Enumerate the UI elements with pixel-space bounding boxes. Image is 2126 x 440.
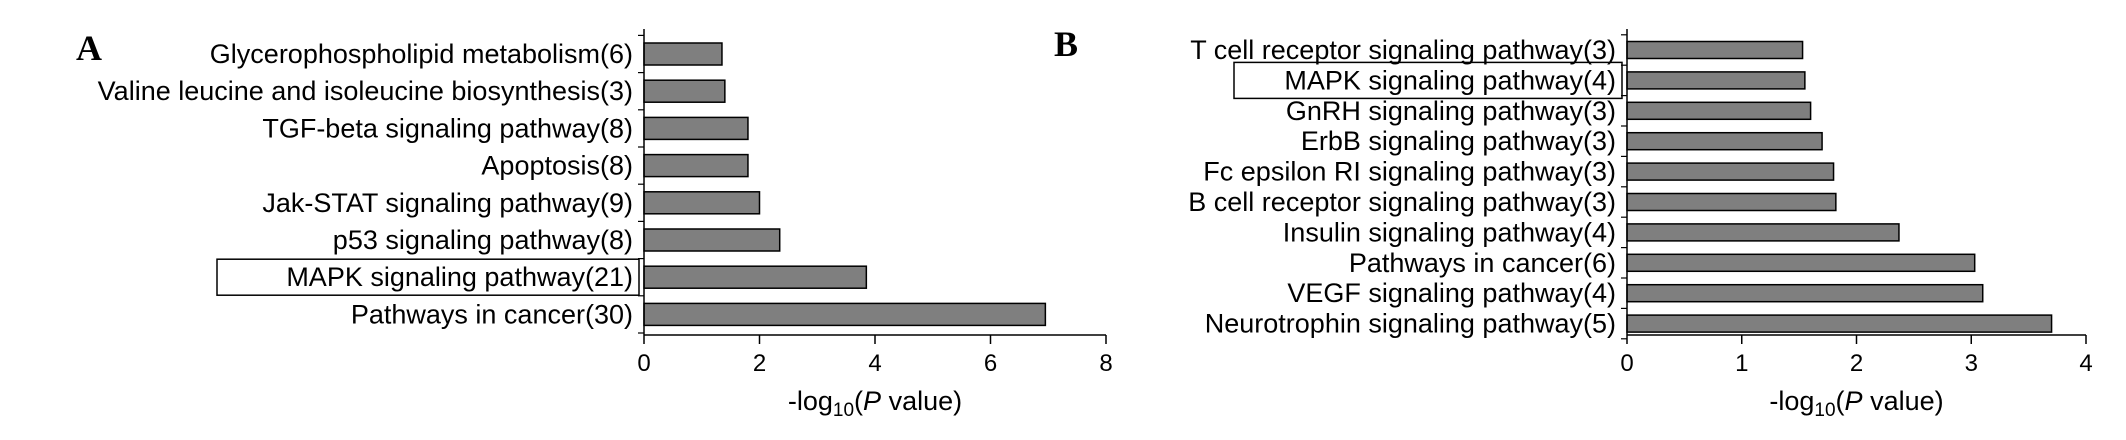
category-label: Neurotrophin signaling pathway(5) xyxy=(1205,309,1616,339)
bar xyxy=(1626,314,2053,333)
bar xyxy=(643,42,723,66)
x-tick-label: 1 xyxy=(1735,350,1748,377)
category-label: p53 signaling pathway(8) xyxy=(333,225,633,255)
bar xyxy=(1626,71,1806,90)
bar xyxy=(643,228,781,252)
bar xyxy=(643,302,1047,327)
x-tick-label: 4 xyxy=(2079,350,2092,377)
category-label: ErbB signaling pathway(3) xyxy=(1301,126,1616,156)
bar xyxy=(1626,283,1984,303)
bar xyxy=(643,153,749,178)
panel-a-chart: A Glycerophospholipid metabolism(6) Valine… xyxy=(76,28,1113,421)
x-axis-title: -log10(P value) xyxy=(1769,386,1943,421)
category-label: Glycerophospholipid metabolism(6) xyxy=(210,39,633,69)
x-tick-label: 8 xyxy=(1099,350,1112,377)
bar xyxy=(1626,253,1976,273)
category-label: MAPK signaling pathway(4) xyxy=(1284,65,1616,95)
bar xyxy=(643,116,749,141)
bar xyxy=(1626,101,1812,121)
bar xyxy=(643,79,726,103)
category-label: T cell receptor signaling pathway(3) xyxy=(1190,35,1616,65)
bar xyxy=(1626,192,1837,212)
category-label: TGF-beta signaling pathway(8) xyxy=(262,113,633,143)
x-tick-label: 6 xyxy=(984,350,997,377)
x-tick-label: 4 xyxy=(868,350,881,377)
highlight-box xyxy=(216,258,640,296)
bar xyxy=(1626,162,1835,181)
category-label: MAPK signaling pathway(21) xyxy=(286,262,633,292)
bar xyxy=(643,191,761,215)
x-tick-label: 3 xyxy=(1965,350,1978,377)
panel-letter: B xyxy=(1054,24,1078,64)
category-label: Insulin signaling pathway(4) xyxy=(1283,217,1616,247)
x-tick-label: 0 xyxy=(1620,350,1633,377)
category-label: Pathways in cancer(6) xyxy=(1349,248,1616,278)
category-label: Fc epsilon RI signaling pathway(3) xyxy=(1203,157,1616,187)
x-tick-label: 2 xyxy=(1850,350,1863,377)
panel-b-chart: B T cell receptor signaling pathway(3)MAP… xyxy=(1054,24,2093,421)
category-label: VEGF signaling pathway(4) xyxy=(1287,278,1616,308)
category-label: B cell receptor signaling pathway(3) xyxy=(1188,187,1616,217)
bar xyxy=(1626,223,1900,242)
bar xyxy=(1626,40,1804,60)
highlight-box xyxy=(1233,61,1623,100)
category-label: Jak-STAT signaling pathway(9) xyxy=(262,188,633,218)
x-tick-label: 2 xyxy=(753,350,766,377)
category-label: Valine leucine and isoleucine biosynthes… xyxy=(98,76,633,106)
bar xyxy=(1626,131,1823,151)
x-tick-label: 0 xyxy=(637,350,650,377)
category-label: Pathways in cancer(30) xyxy=(351,299,633,329)
category-label: Apoptosis(8) xyxy=(481,151,633,181)
category-label: GnRH signaling pathway(3) xyxy=(1286,96,1616,126)
x-axis-title: -log10(P value) xyxy=(788,386,962,421)
panel-letter: A xyxy=(76,28,102,68)
bar xyxy=(643,265,868,289)
